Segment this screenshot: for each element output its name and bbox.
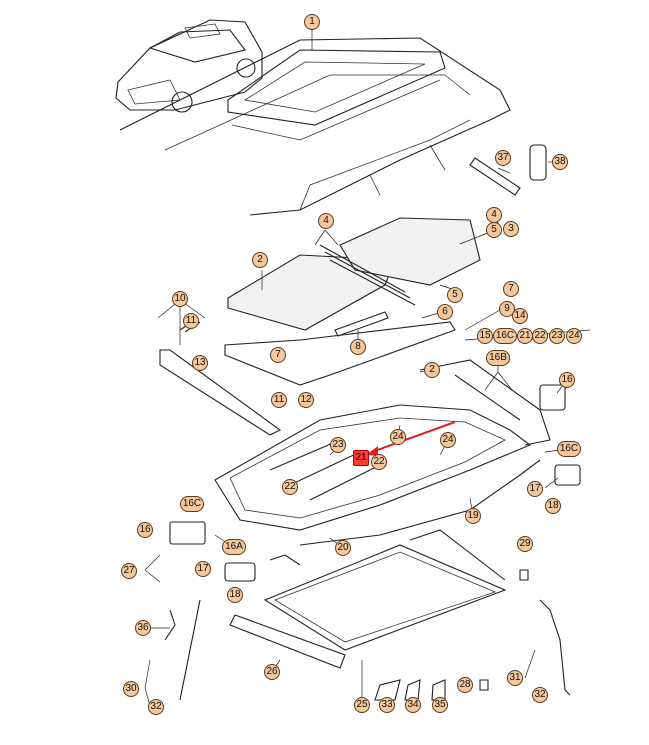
callout-16: 16 <box>137 522 153 538</box>
callout-33: 33 <box>379 697 395 713</box>
callout-2: 2 <box>424 362 440 378</box>
callout-36: 36 <box>135 620 151 636</box>
callout-17: 17 <box>527 481 543 497</box>
callout-20: 20 <box>335 540 351 556</box>
callout-24: 24 <box>440 432 456 448</box>
callout-30: 30 <box>123 681 139 697</box>
callout-13: 13 <box>192 355 208 371</box>
callout-22: 22 <box>532 328 548 344</box>
callout-16a: 16A <box>222 539 246 555</box>
callout-35: 35 <box>432 697 448 713</box>
callout-4: 4 <box>486 207 502 223</box>
callout-12: 12 <box>298 392 314 408</box>
callout-1: 1 <box>304 14 320 30</box>
callout-4: 4 <box>318 213 334 229</box>
callout-6: 6 <box>437 304 453 320</box>
wind-deflector <box>224 321 456 386</box>
callout-15: 15 <box>477 328 493 344</box>
callout-31: 31 <box>507 670 523 686</box>
callout-24: 24 <box>566 328 582 344</box>
callout-11: 11 <box>183 313 199 329</box>
callout-3: 3 <box>503 221 519 237</box>
callout-25: 25 <box>354 697 370 713</box>
callout-14: 14 <box>512 308 528 324</box>
roof-panel <box>119 37 511 216</box>
callout-37: 37 <box>495 150 511 166</box>
callout-16c: 16C <box>180 496 204 512</box>
callout-16: 16 <box>559 372 575 388</box>
callout-23: 23 <box>549 328 565 344</box>
callout-28: 28 <box>457 677 473 693</box>
callout-21: 21 <box>517 328 533 344</box>
callout-27: 27 <box>121 563 137 579</box>
callout-8: 8 <box>350 339 366 355</box>
callout-5: 5 <box>486 222 502 238</box>
callout-29: 29 <box>517 536 533 552</box>
part-frame-seal <box>227 49 446 141</box>
callout-7: 7 <box>503 281 519 297</box>
callout-24: 24 <box>390 429 406 445</box>
callout-16b: 16B <box>486 350 510 366</box>
callout-16c: 16C <box>493 328 517 344</box>
callout-21-highlighted: 21 <box>353 450 369 466</box>
trim-strip-left <box>159 319 282 436</box>
highlight-arrow <box>366 421 456 456</box>
callout-16c: 16C <box>557 441 581 457</box>
callout-22: 22 <box>282 479 298 495</box>
callout-2: 2 <box>252 252 268 268</box>
callout-10: 10 <box>172 291 188 307</box>
front-glass-panel <box>339 217 481 286</box>
callout-26: 26 <box>264 664 280 680</box>
callout-32: 32 <box>532 687 548 703</box>
callout-32: 32 <box>148 699 164 715</box>
callout-11: 11 <box>271 392 287 408</box>
leader-lines <box>144 30 591 707</box>
callout-18: 18 <box>545 498 561 514</box>
seal-strips <box>319 244 416 337</box>
callout-5: 5 <box>447 287 463 303</box>
callout-7: 7 <box>270 347 286 363</box>
callout-22: 22 <box>371 454 387 470</box>
callout-17: 17 <box>195 561 211 577</box>
callout-18: 18 <box>227 587 243 603</box>
sunroof-base-frame <box>214 359 551 546</box>
callout-19: 19 <box>465 508 481 524</box>
car-illustration <box>115 19 263 113</box>
callout-38: 38 <box>552 154 568 170</box>
callout-34: 34 <box>405 697 421 713</box>
callout-23: 23 <box>330 437 346 453</box>
sun-blind <box>229 529 507 669</box>
